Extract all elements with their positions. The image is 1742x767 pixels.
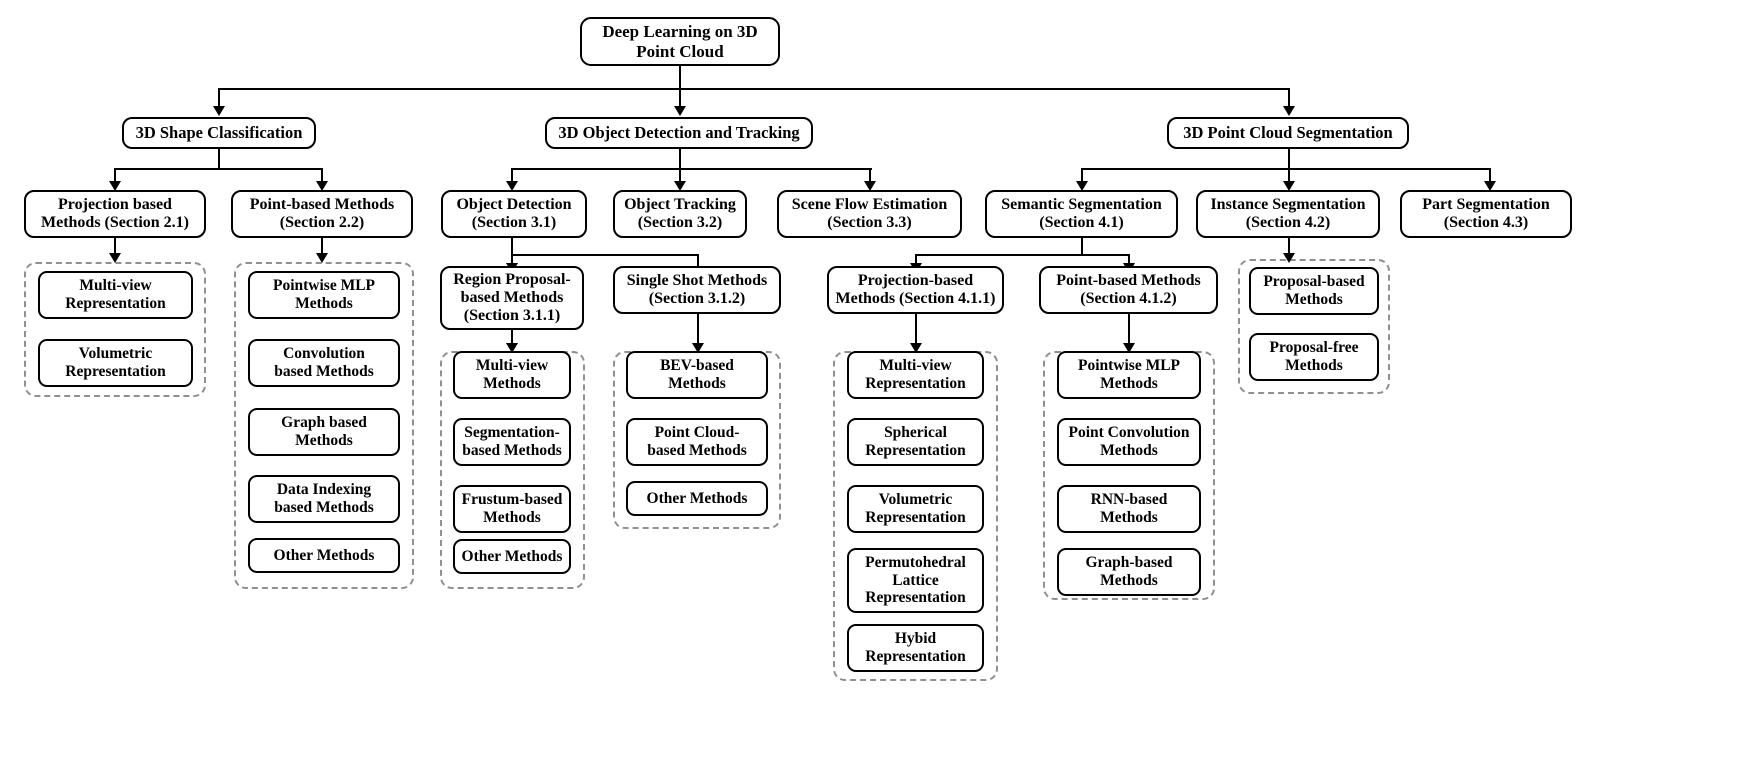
arrowhead-group5 xyxy=(909,343,922,353)
connector-b2-drop-2 xyxy=(678,168,682,184)
node-object-tracking-3-2: Object Tracking (Section 3.2) xyxy=(613,190,747,238)
connector-region-down xyxy=(511,330,514,345)
group-projection-2-1-leaves xyxy=(24,262,206,397)
leaf-bev-based-methods: BEV-based Methods xyxy=(626,351,768,399)
node-instance-segmentation-4-2: Instance Segmentation (Section 4.2) xyxy=(1196,190,1380,238)
arrowhead-c3-2 xyxy=(1282,181,1295,191)
connector-b3-drop-2 xyxy=(1288,168,1291,184)
connector-proj411-down xyxy=(915,314,918,345)
leaf-pointwise-mlp-methods-4-1-2: Pointwise MLP Methods xyxy=(1057,351,1201,399)
leaf-point-cloud-based-methods: Point Cloud- based Methods xyxy=(626,418,768,466)
connector-b2-drop-3 xyxy=(869,168,872,184)
group-instance-4-2-leaves xyxy=(1238,259,1390,394)
leaf-volumetric-representation: Volumetric Representation xyxy=(38,339,193,387)
leaf-rnn-based-methods: RNN-based Methods xyxy=(1057,485,1201,533)
connector-drop-b1 xyxy=(218,88,221,109)
node-3d-point-cloud-segmentation: 3D Point Cloud Segmentation xyxy=(1167,117,1409,149)
arrowhead-group1 xyxy=(108,253,121,263)
connector-point412-down xyxy=(1128,314,1131,345)
leaf-convolution-based-methods: Convolution based Methods xyxy=(248,339,400,387)
node-projection-based-methods-2-1: Projection based Methods (Section 2.1) xyxy=(24,190,206,238)
node-single-shot-methods-3-1-2: Single Shot Methods (Section 3.1.2) xyxy=(613,266,781,314)
connector-single-shot-down xyxy=(697,314,700,345)
node-scene-flow-estimation-3-3: Scene Flow Estimation (Section 3.3) xyxy=(777,190,962,238)
node-3d-shape-classification: 3D Shape Classification xyxy=(122,117,316,149)
connector-b2-drop-1 xyxy=(511,168,514,184)
leaf-other-methods-3-1-2: Other Methods xyxy=(626,481,768,516)
group-point-2-2-leaves xyxy=(234,262,414,589)
connector-c3-1-drop-a xyxy=(915,254,918,266)
connector-b3-drop-3 xyxy=(1489,168,1492,184)
node-3d-object-detection-tracking: 3D Object Detection and Tracking xyxy=(545,117,813,149)
arrowhead-c2-2 xyxy=(673,181,686,191)
leaf-volumetric-representation-4-1-1: Volumetric Representation xyxy=(847,485,984,533)
leaf-segmentation-based-methods: Segmentation- based Methods xyxy=(453,418,571,466)
connector-c1-1-down xyxy=(114,238,117,255)
connector-root-trunk xyxy=(678,66,682,88)
connector-c2-1-drop-a xyxy=(511,254,514,266)
node-semantic-segmentation-4-1: Semantic Segmentation (Section 4.1) xyxy=(985,190,1178,238)
connector-drop-b2 xyxy=(678,88,682,109)
connector-c3-2-down xyxy=(1288,238,1291,255)
connector-c1-2-down xyxy=(321,238,324,255)
arrowhead-b1 xyxy=(212,106,225,116)
leaf-pointwise-mlp-methods: Pointwise MLP Methods xyxy=(248,271,400,319)
connector-b2-bus xyxy=(512,168,872,171)
connector-c3-1-drop-b xyxy=(1128,254,1131,266)
arrowhead-c3-1 xyxy=(1075,181,1088,191)
leaf-multi-view-methods: Multi-view Methods xyxy=(453,351,571,399)
leaf-proposal-free-methods: Proposal-free Methods xyxy=(1249,333,1379,381)
arrowhead-group2 xyxy=(315,253,328,263)
leaf-other-methods-3-1-1: Other Methods xyxy=(453,539,571,574)
connector-b3-drop-1 xyxy=(1081,168,1084,184)
leaf-multi-view-representation: Multi-view Representation xyxy=(38,271,193,319)
node-root: Deep Learning on 3D Point Cloud xyxy=(580,17,780,66)
connector-b2-stem xyxy=(678,149,682,168)
connector-c2-1-stem xyxy=(511,238,514,254)
leaf-spherical-representation: Spherical Representation xyxy=(847,418,984,466)
connector-b1-bus xyxy=(115,168,323,171)
connector-b1-drop-1 xyxy=(114,168,117,184)
connector-drop-b3 xyxy=(1288,88,1291,109)
node-point-based-methods-4-1-2: Point-based Methods (Section 4.1.2) xyxy=(1039,266,1218,314)
leaf-graph-based-methods: Graph based Methods xyxy=(248,408,400,456)
leaf-permutohedral-lattice-representation: Permutohedral Lattice Representation xyxy=(847,548,984,613)
leaf-proposal-based-methods: Proposal-based Methods xyxy=(1249,267,1379,315)
arrowhead-group4 xyxy=(691,343,704,353)
arrowhead-c1-1 xyxy=(108,181,121,191)
node-object-detection-3-1: Object Detection (Section 3.1) xyxy=(441,190,587,238)
node-region-proposal-based-3-1-1: Region Proposal- based Methods (Section … xyxy=(440,266,584,330)
leaf-multi-view-representation-4-1-1: Multi-view Representation xyxy=(847,351,984,399)
connector-b3-stem xyxy=(1288,149,1291,168)
arrowhead-b3 xyxy=(1282,106,1295,116)
connector-b1-drop-2 xyxy=(321,168,324,184)
leaf-point-convolution-methods: Point Convolution Methods xyxy=(1057,418,1201,466)
arrowhead-group7 xyxy=(1282,253,1295,263)
connector-b3-bus xyxy=(1082,168,1491,171)
connector-c2-1-drop-b xyxy=(697,254,700,276)
connector-c3-1-bus xyxy=(916,254,1130,257)
node-part-segmentation-4-3: Part Segmentation (Section 4.3) xyxy=(1400,190,1572,238)
arrowhead-b2 xyxy=(673,106,686,116)
arrowhead-c2-1 xyxy=(505,181,518,191)
leaf-data-indexing-based-methods: Data Indexing based Methods xyxy=(248,475,400,523)
leaf-graph-based-methods-4-1-2: Graph-based Methods xyxy=(1057,548,1201,596)
connector-c2-1-bus xyxy=(511,254,699,257)
arrowhead-group6 xyxy=(1122,343,1135,353)
leaf-hybid-representation: Hybid Representation xyxy=(847,624,984,672)
node-projection-based-methods-4-1-1: Projection-based Methods (Section 4.1.1) xyxy=(827,266,1004,314)
leaf-frustum-based-methods: Frustum-based Methods xyxy=(453,485,571,533)
connector-level1-bus xyxy=(219,88,1290,91)
arrowhead-c2-3 xyxy=(863,181,876,191)
connector-b1-stem xyxy=(218,149,221,168)
arrowhead-group3 xyxy=(505,343,518,353)
connector-c3-1-stem xyxy=(1081,238,1084,254)
arrowhead-c1-2 xyxy=(315,181,328,191)
leaf-other-methods-2-2: Other Methods xyxy=(248,538,400,573)
node-point-based-methods-2-2: Point-based Methods (Section 2.2) xyxy=(231,190,413,238)
arrowhead-c3-3 xyxy=(1483,181,1496,191)
